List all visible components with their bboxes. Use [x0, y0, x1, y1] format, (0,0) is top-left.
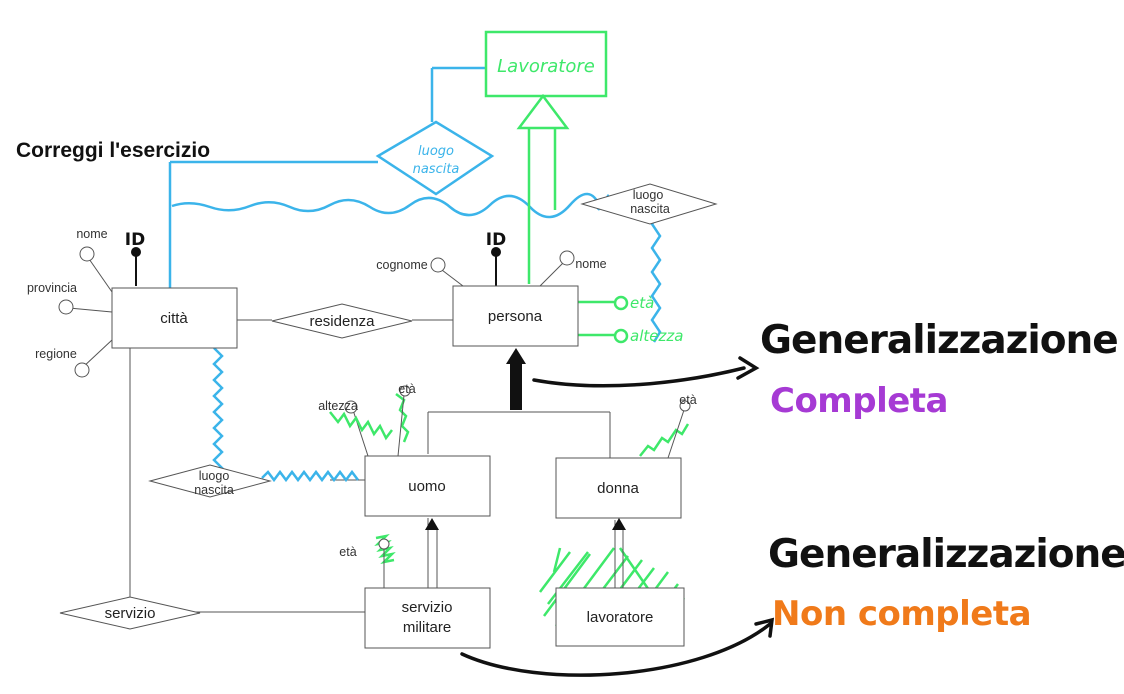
attribute-nome-persona-circle [559, 250, 575, 266]
id-markers [131, 247, 501, 286]
green-corrections [329, 30, 690, 635]
relationship-residenza [271, 303, 413, 339]
annotation-generalizzazione-2: Generalizzazione [768, 532, 1124, 577]
attribute-eta-uomo: età [398, 382, 415, 396]
entity-lavoratore-new [484, 30, 608, 98]
annotation-luogo-nascita-new-2: nascita [413, 162, 460, 177]
entity-persona [452, 285, 579, 347]
attribute-nome-persona: nome [575, 257, 606, 271]
relationship-servizio [59, 596, 201, 630]
attribute-altezza: altezza [318, 399, 358, 413]
er-entities [111, 285, 685, 649]
relationship-luogo-nascita-left [148, 464, 272, 498]
relationship-luogo-nascita-new [375, 120, 495, 196]
entity-uomo [364, 455, 491, 517]
attribute-eta-servizio: età [339, 545, 356, 559]
annotation-completa: Completa [770, 381, 948, 421]
attribute-cognome-circle [430, 257, 446, 273]
entity-servizio-militare-label-1: servizio [402, 599, 453, 616]
relationship-luogo-nascita-left-label-2: nascita [194, 483, 234, 497]
attribute-nome-citta: nome [76, 227, 107, 241]
entity-lavoratore-original [555, 587, 685, 647]
eta-lollipops [378, 385, 691, 588]
entity-servizio-militare-label-2: militare [403, 619, 451, 636]
entity-uomo-label: uomo [408, 478, 446, 495]
relationship-luogo-nascita-top-label-2: nascita [630, 202, 670, 216]
er-attribute-circles [58, 246, 575, 414]
annotation-luogo-nascita-new-1: luogo [418, 144, 454, 159]
attribute-eta-donna: età [679, 393, 696, 407]
annotation-altezza-persona: altezza [630, 327, 683, 345]
attribute-altezza-circle [344, 400, 358, 414]
relationship-servizio-label: servizio [105, 605, 156, 622]
annotation-id-citta: ID [125, 230, 145, 250]
attribute-provincia: provincia [27, 281, 77, 295]
relationship-luogo-nascita-top [580, 183, 718, 225]
annotation-generalizzazione-1: Generalizzazione [760, 318, 1118, 363]
annotation-id-persona: ID [486, 230, 506, 250]
generalization-arrows [425, 348, 626, 588]
entity-donna-label: donna [597, 480, 639, 497]
attribute-provincia-circle [58, 299, 74, 315]
attribute-nome-citta-circle [79, 246, 95, 262]
relationship-luogo-nascita-left-label-1: luogo [199, 469, 230, 483]
annotation-non-completa: Non completa [772, 594, 1031, 634]
annotation-lavoratore-new: Lavoratore [497, 56, 595, 77]
blue-corrections [168, 66, 662, 483]
entity-persona-label: persona [488, 308, 543, 325]
relationship-luogo-nascita-top-label-1: luogo [633, 188, 664, 202]
annotation-arrows [460, 356, 775, 677]
er-relationships [59, 183, 718, 630]
entity-donna [555, 457, 682, 519]
generalization-arrow-lavoratore [516, 93, 570, 130]
entity-citta-label: città [160, 310, 188, 327]
attribute-regione-circle [74, 362, 90, 378]
entity-servizio-militare [364, 587, 491, 649]
page-title: Correggi l'esercizio [16, 139, 211, 162]
entity-lavoratore-original-label: lavoratore [587, 609, 654, 626]
annotation-eta-persona: età [630, 294, 654, 312]
attribute-cognome: cognome [376, 258, 427, 272]
entity-citta [111, 287, 238, 349]
attribute-regione: regione [35, 347, 77, 361]
relationship-residenza-label: residenza [309, 313, 375, 330]
